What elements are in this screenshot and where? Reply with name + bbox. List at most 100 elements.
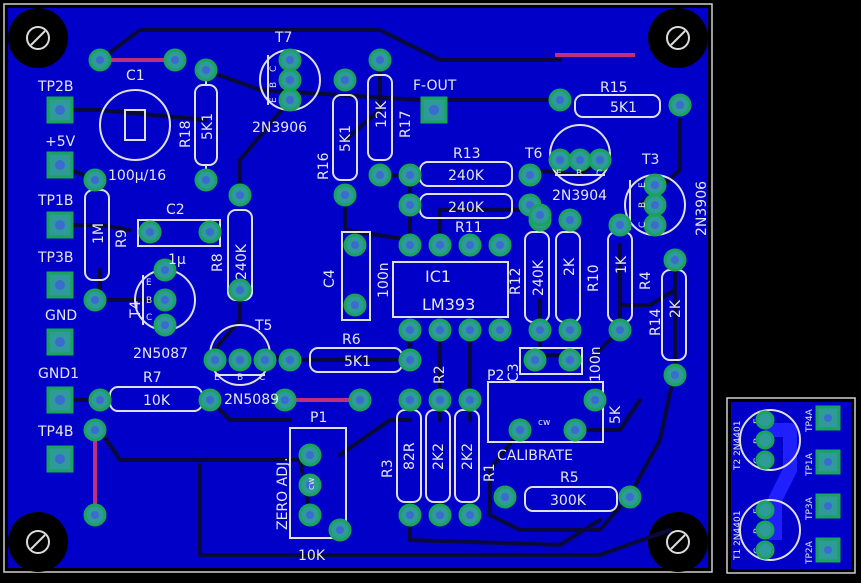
pad-hole — [671, 371, 679, 379]
pad-hole — [436, 241, 444, 249]
pad-hole — [406, 511, 414, 519]
r4-label: R4 — [638, 271, 654, 290]
r2-value: 2K2 — [431, 443, 447, 470]
pad-hole — [406, 171, 414, 179]
r10-label: R10 — [586, 264, 602, 292]
t6-pin-b: B — [576, 169, 582, 179]
c3-label: C3 — [506, 363, 522, 382]
t3-label: T3 — [641, 152, 659, 168]
pad-hole — [91, 426, 99, 434]
pad-hole — [556, 96, 564, 104]
tp4b-label: TP4B — [37, 424, 74, 440]
pad-hole — [536, 326, 544, 334]
r10-value: 2K — [562, 257, 578, 276]
pad-hole — [236, 286, 244, 294]
pad-hole — [286, 356, 294, 364]
t6-label: T6 — [524, 146, 543, 162]
pad-hole — [566, 216, 574, 224]
t4-pin-e: E — [146, 278, 152, 288]
pad-hole — [651, 201, 659, 209]
t7-label: T7 — [274, 30, 292, 46]
r16-value: 5K1 — [338, 125, 354, 152]
t6-type: 2N3904 — [552, 188, 607, 204]
t5-pin-c: C — [259, 373, 265, 383]
pad-hole — [824, 458, 832, 466]
pad-hole — [596, 156, 604, 164]
r5-value: 300K — [550, 493, 587, 509]
pad-hole — [616, 326, 624, 334]
c3-value: 100n — [588, 346, 604, 382]
pad-hole — [96, 396, 104, 404]
r8-value: 240K — [234, 243, 250, 280]
ic1-label: IC1 — [425, 267, 451, 286]
c1-label: C1 — [126, 68, 145, 84]
r3-value: 82R — [402, 442, 418, 470]
tp3a-label: TP3A — [805, 496, 815, 521]
c1-value: 100µ/16 — [108, 168, 166, 184]
c2-value: 1µ — [168, 252, 186, 268]
tp4a-label: TP4A — [805, 408, 815, 433]
r7-label: R7 — [143, 370, 162, 386]
pad-hole — [351, 301, 359, 309]
gnd-label: GND — [45, 308, 77, 324]
r12-label: R12 — [508, 267, 524, 295]
c1-outline — [99, 89, 171, 161]
pad-hole — [651, 181, 659, 189]
r18-label: R18 — [178, 120, 194, 148]
plus5v-label: +5V — [45, 134, 76, 150]
tp2a-label: TP2A — [805, 540, 815, 565]
pad-hole — [286, 76, 294, 84]
pad-hole — [306, 481, 314, 489]
t4-label: T4 — [128, 300, 144, 319]
t5-label: T5 — [254, 318, 272, 334]
r9-value: 1M — [91, 223, 107, 244]
r6-value: 5K1 — [344, 354, 371, 370]
pad-hole — [236, 356, 244, 364]
p2-cw: cw — [538, 418, 550, 428]
pad-hole — [571, 426, 579, 434]
pad-hole — [556, 156, 564, 164]
side-pad — [755, 500, 775, 520]
board-outline — [3, 3, 713, 573]
pad-hole — [436, 326, 444, 334]
r1-value: 2K2 — [460, 443, 476, 470]
pad-hole — [626, 493, 634, 501]
pad-hole — [406, 326, 414, 334]
pad-hole — [341, 76, 349, 84]
pad-hole — [211, 356, 219, 364]
t1-label: T1 2N4401 — [733, 511, 743, 561]
pad-hole — [351, 241, 359, 249]
pad-hole — [336, 526, 344, 534]
pad-hole — [576, 156, 584, 164]
pad-hole — [591, 396, 599, 404]
labels: TP2B +5V TP1B TP3B GND GND1 TP4B F-OUT C… — [37, 30, 710, 564]
pad-hole — [496, 326, 504, 334]
r8-label: R8 — [210, 253, 226, 272]
pad-hole — [281, 396, 289, 404]
pad-hole — [91, 296, 99, 304]
pads — [46, 48, 692, 542]
t2-label: T2 2N4401 — [733, 421, 743, 471]
t3-pin-c: C — [638, 222, 648, 228]
pad-hole — [161, 266, 169, 274]
r14-value: 2K — [668, 299, 684, 318]
pad-hole — [536, 211, 544, 219]
p1-label: P1 — [310, 410, 327, 426]
p2-label: P2 — [487, 368, 504, 384]
t4-type: 2N5087 — [133, 346, 188, 362]
t3-pin-b: B — [638, 202, 648, 208]
ic1-part: LM393 — [422, 295, 475, 314]
tp3b-label: TP3B — [37, 250, 74, 266]
pad-hole — [531, 356, 539, 364]
fout-label: F-OUT — [413, 78, 457, 94]
r13-value: 240K — [448, 168, 485, 184]
tp1b-label: TP1B — [37, 193, 74, 209]
r15-value: 5K1 — [610, 100, 637, 116]
p1-caption: ZERO ADJ. — [275, 457, 291, 530]
pad-hole — [146, 228, 154, 236]
t7-pin-b: B — [269, 82, 279, 88]
t6-pin-e: E — [556, 169, 562, 179]
pad-hole — [406, 356, 414, 364]
pad-hole — [676, 101, 684, 109]
